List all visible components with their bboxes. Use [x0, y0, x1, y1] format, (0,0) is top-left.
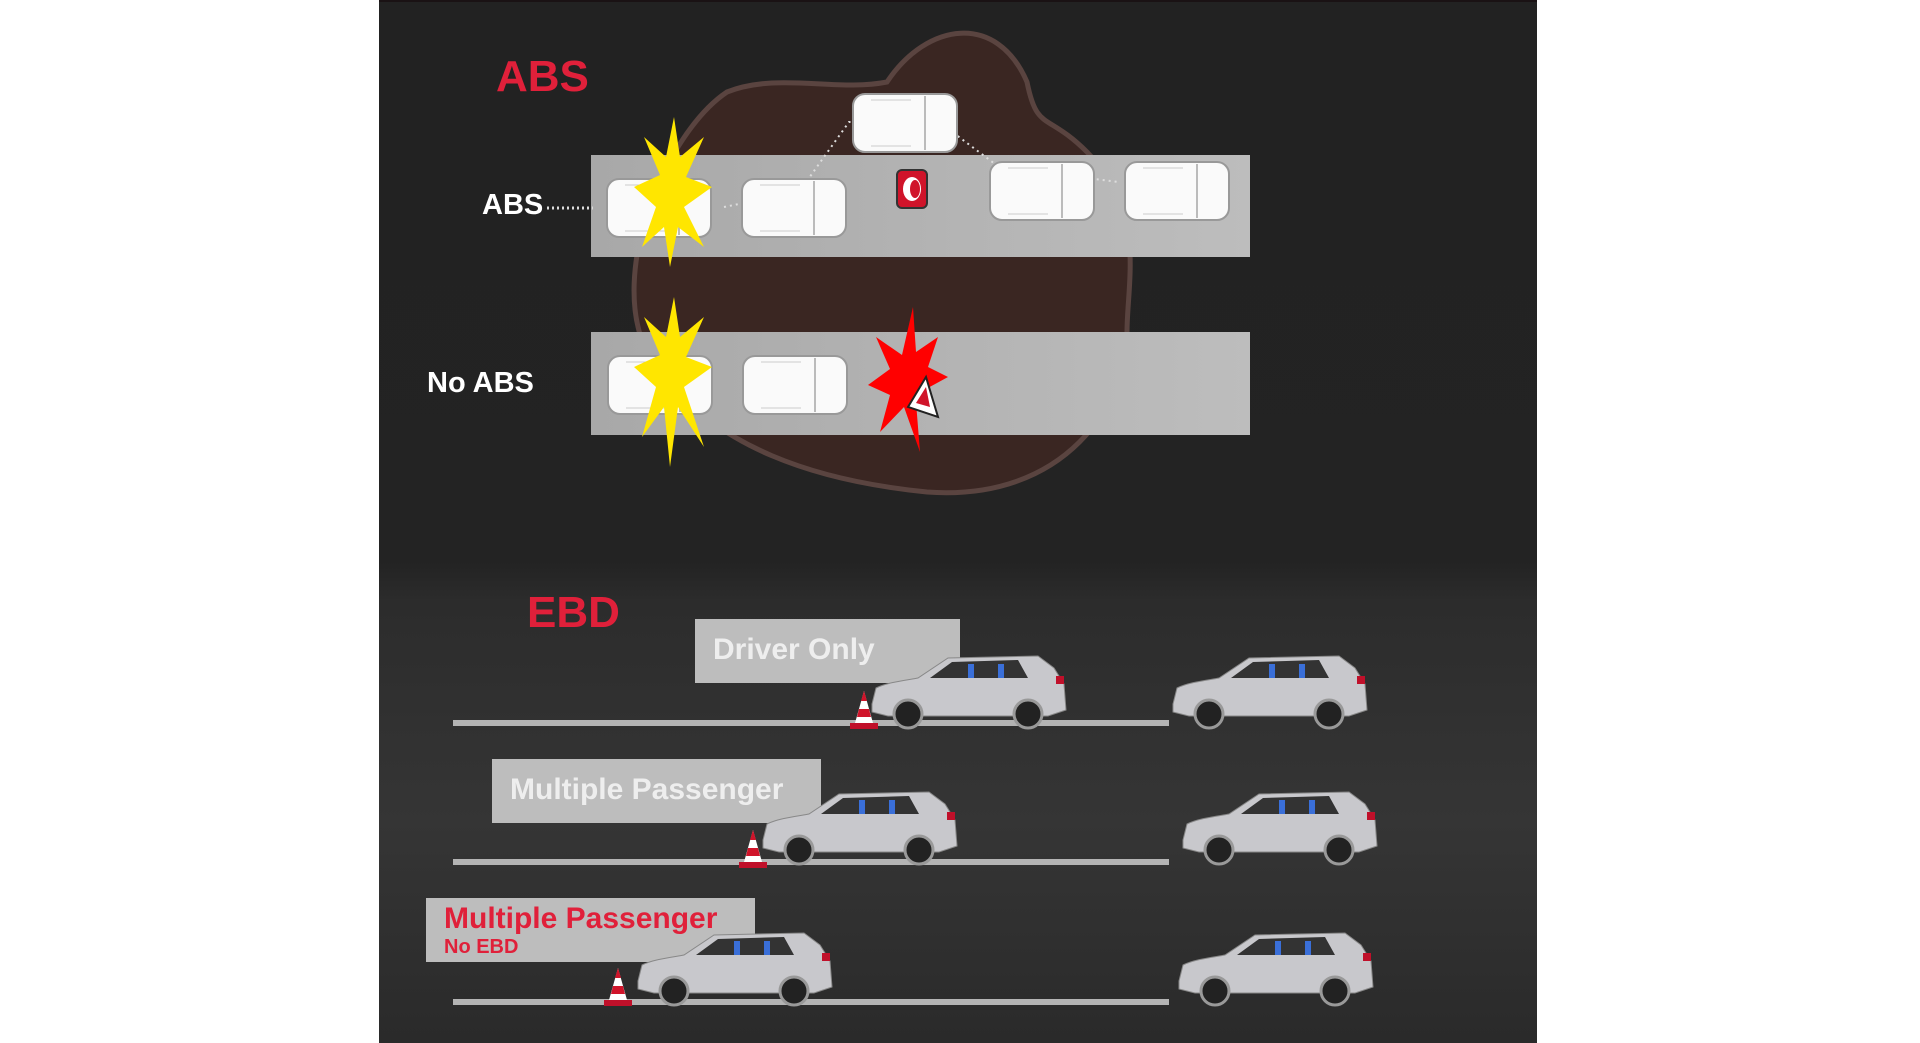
scenario-label-text: Multiple Passenger	[444, 902, 718, 935]
abs-title: ABS	[496, 52, 589, 101]
car-top-view-icon	[742, 355, 848, 415]
suv-car-icon	[762, 791, 958, 866]
car-top-view-icon	[989, 161, 1095, 221]
braking-distance-line	[453, 859, 1169, 865]
traffic-cone-icon	[850, 691, 878, 729]
traffic-cone-icon	[739, 830, 767, 868]
abs-warning-icon	[896, 169, 928, 209]
impact-burst-icon	[634, 117, 712, 467]
ebd-title: EBD	[527, 588, 620, 637]
suv-car-icon	[871, 655, 1067, 730]
scenario-label-text: Multiple Passenger	[510, 773, 784, 806]
traffic-cone-icon	[604, 968, 632, 1006]
scenario-label-multiple-passenger: Multiple Passenger	[492, 759, 821, 823]
suv-car-icon	[1178, 932, 1374, 1007]
abs-row-label: ABS	[482, 189, 544, 221]
car-top-view-icon	[1124, 161, 1230, 221]
scenario-sublabel-text: No EBD	[444, 936, 519, 958]
braking-distance-line	[453, 999, 1169, 1005]
abs-path-dots	[723, 121, 1120, 208]
diagram-panel: ABS ABS No ABS EBD Driver Only Multiple …	[379, 0, 1537, 1043]
car-top-view-icon	[852, 93, 958, 153]
suv-car-icon	[1172, 655, 1368, 730]
collision-burst-icon	[868, 307, 948, 452]
scenario-label-text: Driver Only	[713, 633, 875, 666]
scenario-label-multiple-passenger-no-ebd: Multiple Passenger No EBD	[426, 898, 755, 962]
suv-car-icon	[637, 932, 833, 1007]
suv-car-icon	[1182, 791, 1378, 866]
braking-distance-line	[453, 720, 1169, 726]
scenario-label-driver-only: Driver Only	[695, 619, 960, 683]
car-top-view-icon	[741, 178, 847, 238]
no-abs-row-label: No ABS	[427, 367, 534, 399]
